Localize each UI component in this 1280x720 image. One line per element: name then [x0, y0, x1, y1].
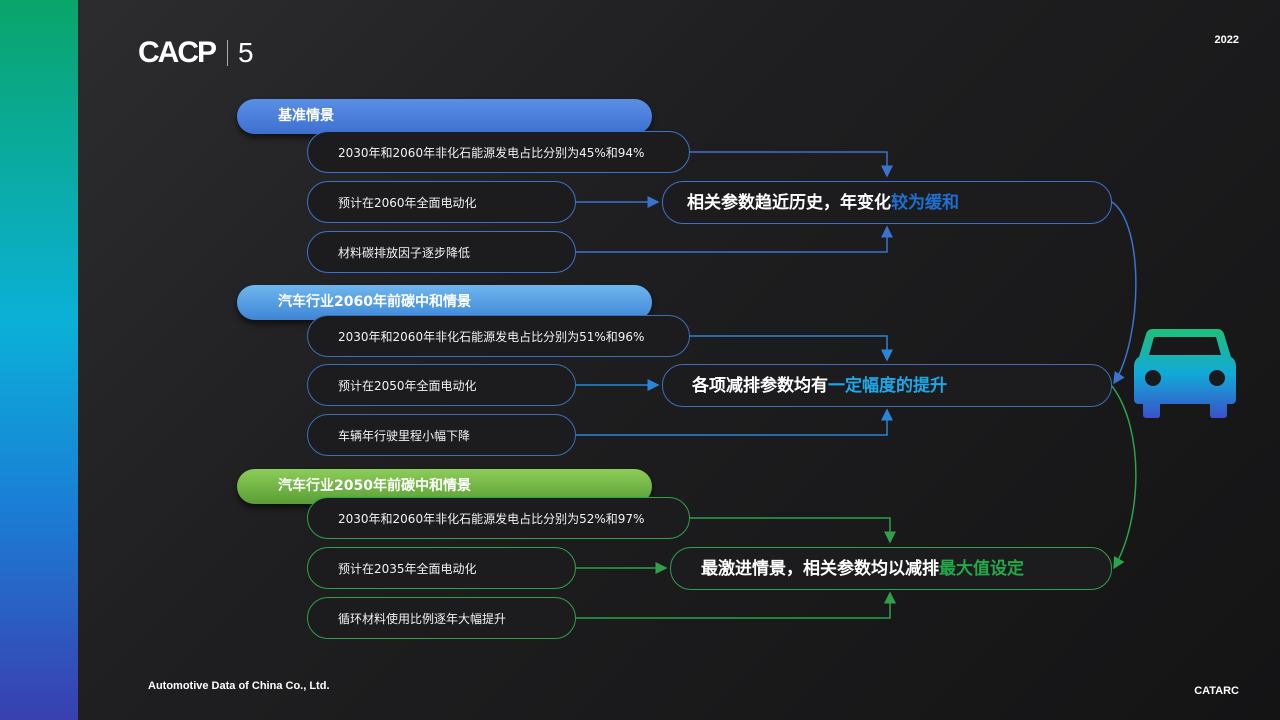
- scenario-2-item-3: 车辆年行驶里程小幅下降: [307, 414, 576, 456]
- logo-number: 5: [238, 37, 254, 68]
- logo-divider: [227, 40, 229, 66]
- scenario-1-item-1: 2030年和2060年非化石能源发电占比分别为45%和94%: [307, 131, 690, 173]
- scenario-1-item-2: 预计在2060年全面电动化: [307, 181, 576, 223]
- cacp-logo: CACP 5: [138, 36, 254, 69]
- scenario-1-result-highlight: 较为缓和: [891, 193, 959, 213]
- scenario-2-header: 汽车行业2060年前碳中和情景: [237, 285, 652, 320]
- scenario-1-result-text: 相关参数趋近历史，年变化: [687, 193, 891, 213]
- scenario-3-item-3: 循环材料使用比例逐年大幅提升: [307, 597, 576, 639]
- logo-text: CACP: [138, 36, 217, 69]
- scenario-3-result: 最激进情景，相关参数均以减排最大值设定: [670, 547, 1112, 590]
- year-label: 2022: [1214, 34, 1239, 46]
- scenario-1-header: 基准情景: [237, 99, 652, 134]
- scenario-1-item-3: 材料碳排放因子逐步降低: [307, 231, 576, 273]
- footer-brand: CATARC: [1194, 685, 1239, 697]
- scenario-3-result-highlight: 最大值设定: [939, 559, 1024, 579]
- footer-company: Automotive Data of China Co., Ltd.: [148, 680, 330, 692]
- scenario-2-item-2: 预计在2050年全面电动化: [307, 364, 576, 406]
- scenario-1-result: 相关参数趋近历史，年变化较为缓和: [662, 181, 1112, 224]
- scenario-2-result-highlight: 一定幅度的提升: [828, 376, 947, 396]
- scenario-2-result-text: 各项减排参数均有: [692, 376, 828, 396]
- scenario-3-item-1: 2030年和2060年非化石能源发电占比分别为52%和97%: [307, 497, 690, 539]
- car-icon: [1134, 329, 1236, 418]
- sidebar-gradient-bar: [0, 0, 78, 720]
- scenario-2-result: 各项减排参数均有一定幅度的提升: [662, 364, 1112, 407]
- scenario-3-result-text: 最激进情景，相关参数均以减排: [701, 559, 939, 579]
- scenario-2-item-1: 2030年和2060年非化石能源发电占比分别为51%和96%: [307, 315, 690, 357]
- scenario-3-item-2: 预计在2035年全面电动化: [307, 547, 576, 589]
